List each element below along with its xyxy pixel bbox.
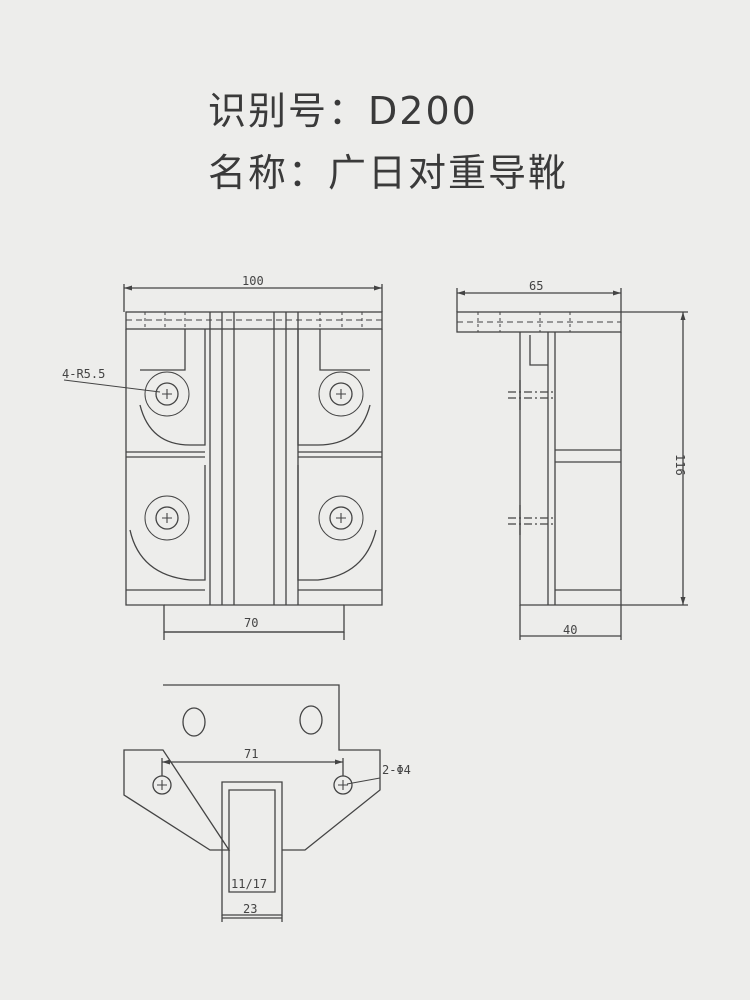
name-value: 广日对重导靴 <box>328 151 569 195</box>
name-line: 名称：广日对重导靴 <box>208 154 568 192</box>
side-height-label: 116 <box>673 454 687 476</box>
id-line: 识别号：D200 <box>208 92 568 130</box>
side-height-dimension <box>621 311 688 606</box>
side-view <box>456 288 688 640</box>
side-body-outline <box>519 332 622 606</box>
front-width-dimension <box>123 284 383 312</box>
plate-slot <box>221 781 283 916</box>
front-hole-note: 4-R5.5 <box>62 367 105 381</box>
side-top-dimension <box>456 288 622 312</box>
side-bottom-dimension <box>519 605 622 640</box>
front-bottom-label: 70 <box>244 616 258 630</box>
front-width-label: 100 <box>242 274 264 288</box>
plate-hole-note: 2-Φ4 <box>382 763 411 777</box>
title-block: 识别号：D200 名称：广日对重导靴 <box>208 92 568 192</box>
side-top-label: 65 <box>529 279 543 293</box>
plate-hole-spacing-dimension <box>161 758 344 776</box>
front-view <box>63 284 383 640</box>
plate-slot-label: 11/17 <box>231 877 267 891</box>
id-label: 识别号： <box>208 89 369 133</box>
plate-view <box>123 684 381 922</box>
front-top-flange <box>125 311 383 330</box>
front-bolt-holes <box>144 371 364 541</box>
side-bottom-label: 40 <box>563 623 577 637</box>
plate-slot-width-label: 23 <box>243 902 257 916</box>
name-label: 名称： <box>208 151 329 195</box>
front-bottom-dimension <box>163 631 345 640</box>
plate-slot-width-dimension <box>221 915 283 922</box>
plate-outline <box>123 684 381 851</box>
id-value: D200 <box>368 89 478 133</box>
front-body-outline <box>125 329 383 633</box>
plate-spacing-label: 71 <box>244 747 258 761</box>
